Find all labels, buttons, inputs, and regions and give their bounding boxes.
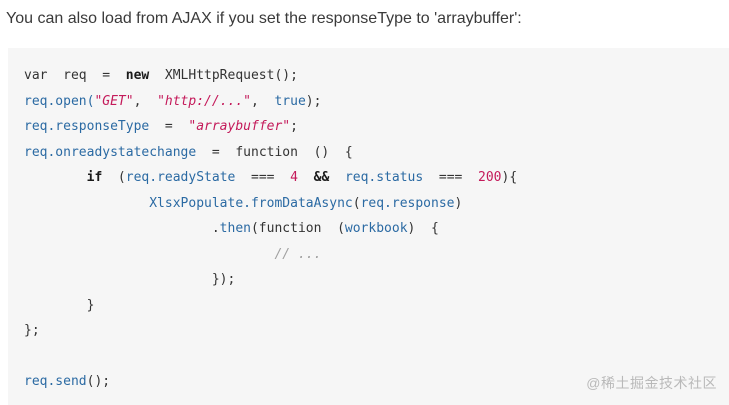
code-line-8: // ... [24,242,517,268]
code-line-12 [24,344,517,370]
code-token: (); [86,374,111,389]
property-status: .status [368,170,424,185]
code-line-6: XlsxPopulate.fromDataAsync(req.response) [24,191,517,217]
keyword-new: new [125,68,150,83]
code-token: , [251,93,275,109]
identifier-req: req [24,144,48,160]
method-then: then [219,221,251,236]
operator-and: && [313,170,330,185]
param-workbook: workbook [344,221,408,236]
property-responsetype: .responseType [47,119,150,134]
property-response: .response [384,195,455,211]
code-token: === [235,170,291,185]
code-token: }); [24,272,236,287]
code-line-11: }; [24,318,517,344]
code-line-5: if (req.readyState === 4 && req.status =… [24,165,518,191]
number-200: 200 [478,170,502,185]
property-onreadystatechange: .onreadystatechange [47,144,197,160]
code-token [329,170,345,185]
watermark: @稀土掘金技术社区 [586,375,717,391]
code-token: ) { [407,221,439,236]
keyword-if: if [86,170,103,185]
method-fromdataasync: .fromDataAsync [243,195,353,211]
code-listing: var req = new XMLHttpRequest();req.open(… [24,63,517,395]
code-line-1: var req = new XMLHttpRequest(); [24,63,517,89]
code-token: }; [24,323,40,338]
code-line-4: req.onreadystatechange = function () { [24,140,517,166]
code-token: , [133,93,158,109]
boolean-true: true [274,93,306,109]
identifier-req: req [125,170,150,185]
code-indent [24,196,149,211]
identifier-xlsxpopulate: XlsxPopulate [149,195,244,211]
code-token: var req = [24,68,126,83]
identifier-req: req [24,93,48,109]
code-token: = [149,119,189,134]
code-token [298,170,314,185]
code-token: XMLHttpRequest(); [149,68,298,83]
code-indent [24,170,87,185]
code-line-9: }); [24,267,517,293]
code-token: = function () { [196,144,353,160]
code-token: ; [290,119,298,134]
code-indent: . [24,221,220,236]
property-readystate: .readyState [149,170,236,185]
number-4: 4 [290,170,298,185]
code-indent [24,247,274,262]
code-token: === [423,170,479,185]
string-url: "http://..." [157,93,251,109]
code-line-7: .then(function (workbook) { [24,216,517,242]
intro-text: You can also load from AJAX if you set t… [6,10,522,27]
code-line-10: } [24,293,517,319]
code-token: ( [352,195,361,211]
identifier-req: req [24,119,48,134]
code-line-3: req.responseType = "arraybuffer"; [24,114,517,140]
string-get: "GET" [94,93,134,109]
identifier-req: req [360,195,385,211]
method-send: .send [47,374,87,389]
code-token: ){ [501,170,518,185]
code-token: ) [454,195,463,211]
code-line-13: req.send(); [24,369,517,395]
code-token: ( [102,170,126,185]
string-arraybuffer: "arraybuffer" [188,119,291,134]
code-comment: // ... [274,246,322,262]
code-token: ); [305,93,322,109]
code-block: var req = new XMLHttpRequest();req.open(… [8,48,729,405]
code-token: (function ( [250,221,345,236]
code-token: } [24,297,95,313]
code-line-2: req.open("GET", "http://...", true); [24,89,517,115]
identifier-req: req [24,374,48,389]
method-open: .open( [47,93,95,109]
identifier-req: req [344,170,369,185]
